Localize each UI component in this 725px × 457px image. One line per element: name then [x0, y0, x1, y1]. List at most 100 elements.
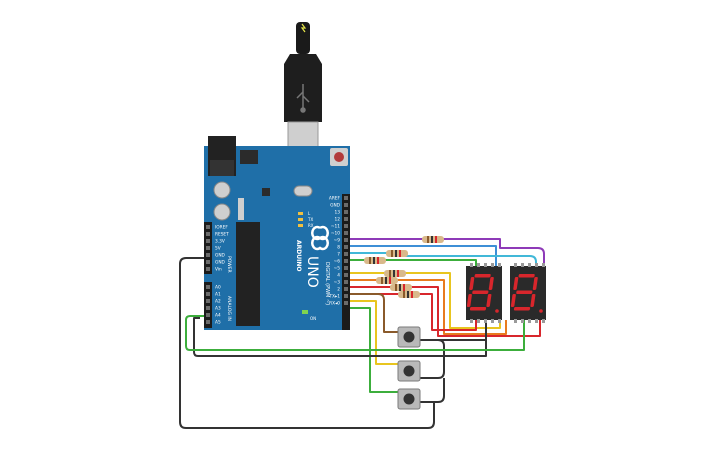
display-pin[interactable] — [528, 263, 531, 267]
display-segment — [469, 307, 487, 311]
digital-pin[interactable] — [344, 280, 348, 284]
display-segment — [513, 277, 519, 290]
display-pin[interactable] — [521, 319, 524, 323]
power-pin[interactable] — [206, 225, 210, 229]
analog-pin[interactable] — [206, 320, 210, 324]
resistor-5[interactable] — [376, 277, 398, 284]
display-segment — [474, 274, 491, 278]
digital-pin-label: 7 — [337, 252, 340, 258]
resistors — [364, 236, 444, 298]
analog-pin[interactable] — [206, 299, 210, 303]
wire-yellow[interactable] — [350, 272, 501, 329]
power-pin[interactable] — [206, 239, 210, 243]
right-seven-segment[interactable] — [510, 263, 546, 323]
push-button-1[interactable] — [397, 326, 421, 348]
display-segment — [516, 290, 533, 294]
label-on: ON — [310, 316, 316, 321]
left-seven-segment[interactable] — [466, 263, 502, 323]
push-button-2[interactable] — [397, 360, 421, 382]
power-pin[interactable] — [206, 232, 210, 236]
display-pin[interactable] — [542, 263, 545, 267]
display-pin[interactable] — [498, 263, 501, 267]
digital-pin-label: ~11 — [331, 224, 340, 230]
wire-cyan[interactable] — [350, 252, 537, 268]
analog-pin-label: A0 — [215, 285, 221, 291]
wire-blue[interactable] — [350, 245, 497, 266]
resistor-3[interactable] — [364, 257, 386, 264]
digital-pin[interactable] — [344, 210, 348, 214]
wire-red-2[interactable] — [350, 293, 477, 331]
analog-pin[interactable] — [206, 285, 210, 289]
wire-brown[interactable] — [350, 293, 398, 333]
digital-header-label: DIGITAL (PWM ~) — [324, 262, 330, 305]
push-button-3[interactable] — [397, 388, 421, 410]
power-pin-label: Vin — [215, 267, 222, 273]
digital-pin[interactable] — [344, 287, 348, 291]
resistor-7[interactable] — [398, 291, 420, 298]
display-segment — [469, 277, 475, 290]
digital-pin[interactable] — [344, 266, 348, 270]
label-l: L — [308, 211, 311, 216]
wire-green-pin8[interactable] — [350, 259, 477, 268]
brand-text: ARDUINO — [295, 240, 302, 271]
display-pin[interactable] — [484, 319, 487, 323]
power-pin[interactable] — [206, 267, 210, 271]
power-pin-label: IOREF — [215, 225, 228, 231]
analog-pin[interactable] — [206, 292, 210, 296]
digital-pin[interactable] — [344, 203, 348, 207]
digital-pin-label: 12 — [335, 217, 341, 223]
digital-pin[interactable] — [344, 217, 348, 221]
digital-pin[interactable] — [344, 231, 348, 235]
display-pin[interactable] — [498, 319, 501, 323]
power-pin[interactable] — [206, 253, 210, 257]
digital-pin-label: 8 — [337, 245, 340, 251]
display-pin[interactable] — [470, 263, 473, 267]
digital-pin-label: ~9 — [334, 238, 341, 244]
display-pin[interactable] — [470, 319, 473, 323]
display-pin[interactable] — [528, 319, 531, 323]
wire-yellow-2[interactable] — [350, 300, 400, 365]
display-pin[interactable] — [484, 263, 487, 267]
wire-purple[interactable] — [350, 238, 545, 266]
digital-pin[interactable] — [344, 294, 348, 298]
display-pin[interactable] — [542, 319, 545, 323]
power-pin-label: RESET — [215, 232, 229, 238]
display-pin[interactable] — [491, 263, 494, 267]
resistor-4[interactable] — [384, 270, 406, 277]
digital-pin-label: AREF — [329, 196, 341, 202]
analog-pin[interactable] — [206, 306, 210, 310]
digital-pin[interactable] — [344, 273, 348, 277]
digital-pin-label: ~10 — [331, 231, 340, 237]
wire-black-display[interactable] — [193, 317, 487, 357]
display-pin[interactable] — [477, 319, 480, 323]
wire-black-gnd[interactable] — [179, 257, 435, 429]
usb-spark-icon — [300, 23, 307, 33]
wire-green-analog[interactable] — [185, 315, 525, 351]
digital-pin[interactable] — [344, 224, 348, 228]
display-pin[interactable] — [514, 263, 517, 267]
display-pin[interactable] — [477, 263, 480, 267]
digital-pin[interactable] — [344, 238, 348, 242]
display-pin[interactable] — [491, 319, 494, 323]
resistor-6[interactable] — [390, 284, 412, 291]
digital-pin[interactable] — [344, 245, 348, 249]
wire-orange[interactable] — [350, 279, 507, 335]
display-pin[interactable] — [535, 319, 538, 323]
display-pin[interactable] — [535, 263, 538, 267]
analog-pin[interactable] — [206, 313, 210, 317]
display-pin[interactable] — [514, 319, 517, 323]
arduino-board[interactable]: L TX RX ON ARDUINO UNO DIGITAL (PWM ~) P… — [204, 136, 350, 330]
digital-pin[interactable] — [344, 196, 348, 200]
resistor-1[interactable] — [422, 236, 444, 243]
display-pin[interactable] — [521, 263, 524, 267]
power-pin[interactable] — [206, 246, 210, 250]
digital-pin-label: 4 — [337, 273, 340, 279]
digital-pin[interactable] — [344, 301, 348, 305]
resistor-2[interactable] — [386, 250, 408, 257]
digital-pin[interactable] — [344, 259, 348, 263]
power-pin[interactable] — [206, 260, 210, 264]
digital-pin[interactable] — [344, 252, 348, 256]
reset-button-icon[interactable] — [334, 152, 344, 162]
